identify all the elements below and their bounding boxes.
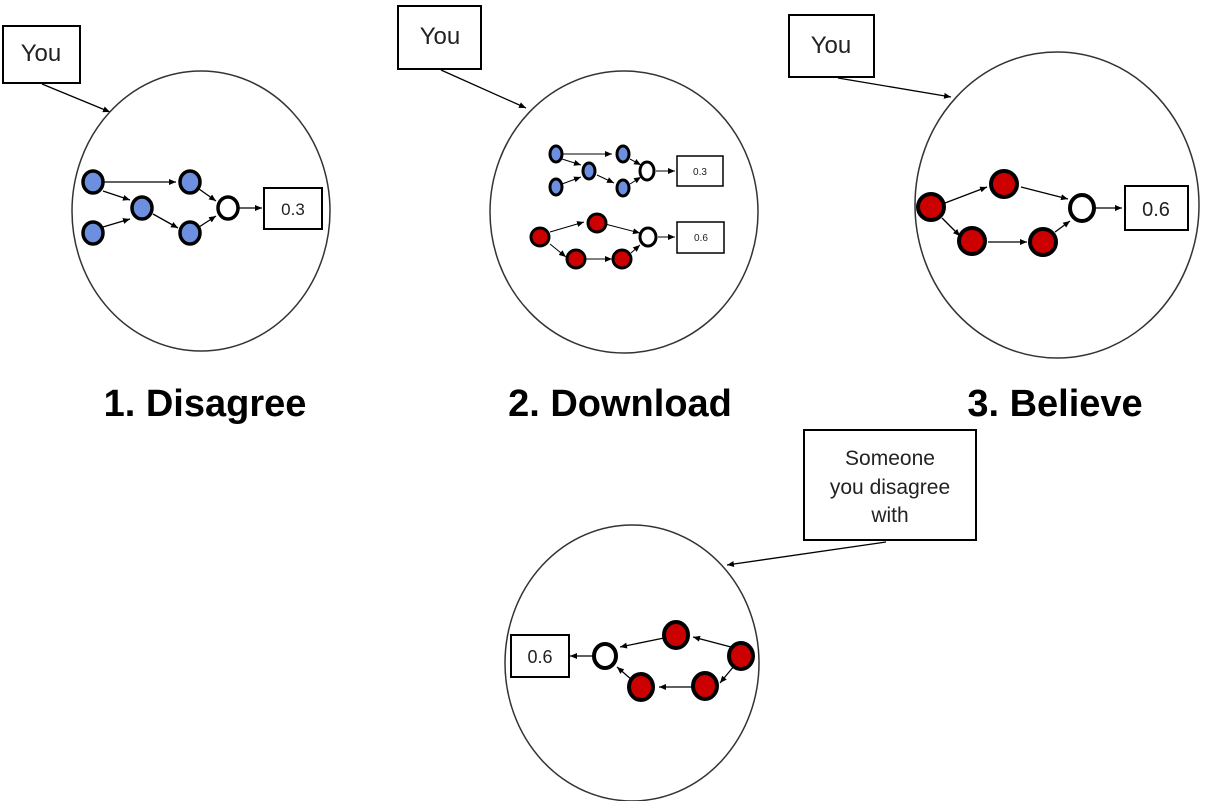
belief-network-blue [548, 144, 675, 198]
belief-node [130, 195, 154, 221]
pointer-arrow [837, 77, 952, 99]
belief-network-red [529, 212, 675, 270]
belief-node [178, 220, 202, 246]
agent-label-line: with [870, 504, 908, 527]
agent-box-you [397, 5, 482, 70]
panel-other-person: Someone you disagree with 0.6 [504, 429, 977, 801]
agent-label-line: you disagree [830, 476, 950, 499]
belief-node [81, 220, 105, 246]
step-heading: 1. Disagree [104, 383, 307, 425]
output-node [216, 195, 240, 221]
belief-node [548, 177, 564, 197]
belief-node [81, 169, 105, 195]
pointer-arrow [440, 69, 527, 109]
belief-node [627, 672, 655, 702]
belief-node [615, 178, 631, 198]
belief-node [529, 226, 551, 248]
agent-label: You [420, 23, 461, 50]
agent-label-line: Someone [845, 447, 935, 470]
belief-node [581, 161, 597, 181]
step-heading: 3. Believe [967, 383, 1142, 425]
agent-box-other [803, 429, 977, 541]
output-value-box [676, 155, 724, 187]
belief-node [989, 169, 1019, 199]
pointer-arrow [41, 83, 111, 113]
belief-network-red [916, 169, 1122, 257]
output-value-box [1124, 185, 1189, 231]
belief-node [916, 192, 946, 222]
belief-node [586, 212, 608, 234]
step-heading: 2. Download [508, 383, 732, 425]
output-value: 0.6 [694, 233, 708, 244]
agent-box-you [788, 14, 875, 78]
belief-node [1028, 227, 1058, 257]
output-value-box [510, 634, 570, 678]
belief-node [615, 144, 631, 164]
output-node [638, 160, 656, 182]
pointer-arrow [726, 541, 887, 567]
belief-network-blue [81, 169, 262, 246]
output-value: 0.6 [527, 647, 552, 667]
mind-circle [489, 70, 759, 354]
output-value-box [263, 187, 323, 230]
belief-node [565, 248, 587, 270]
belief-node [727, 641, 755, 671]
belief-node [957, 226, 987, 256]
belief-node [611, 248, 633, 270]
mind-circle [914, 51, 1200, 359]
belief-node [662, 620, 690, 650]
mind-circle [504, 524, 760, 801]
panel-download: You 0.3 [397, 5, 759, 425]
agent-label: You [811, 32, 852, 59]
output-node [1068, 193, 1096, 223]
agent-box-you [2, 25, 81, 84]
output-value: 0.3 [693, 167, 707, 178]
panel-disagree: You 0.3 1. Disagree [2, 25, 331, 425]
agent-label: You [21, 40, 62, 67]
output-node [592, 642, 618, 670]
panel-believe: You 0.6 3. Believe [788, 14, 1200, 425]
output-value: 0.6 [1142, 199, 1170, 221]
mind-circle [71, 70, 331, 352]
belief-network-red [570, 620, 755, 702]
belief-node [691, 671, 719, 701]
belief-node [548, 144, 564, 164]
output-value-box [676, 221, 725, 254]
belief-node [178, 169, 202, 195]
output-value: 0.3 [281, 200, 305, 219]
output-node [638, 226, 658, 248]
